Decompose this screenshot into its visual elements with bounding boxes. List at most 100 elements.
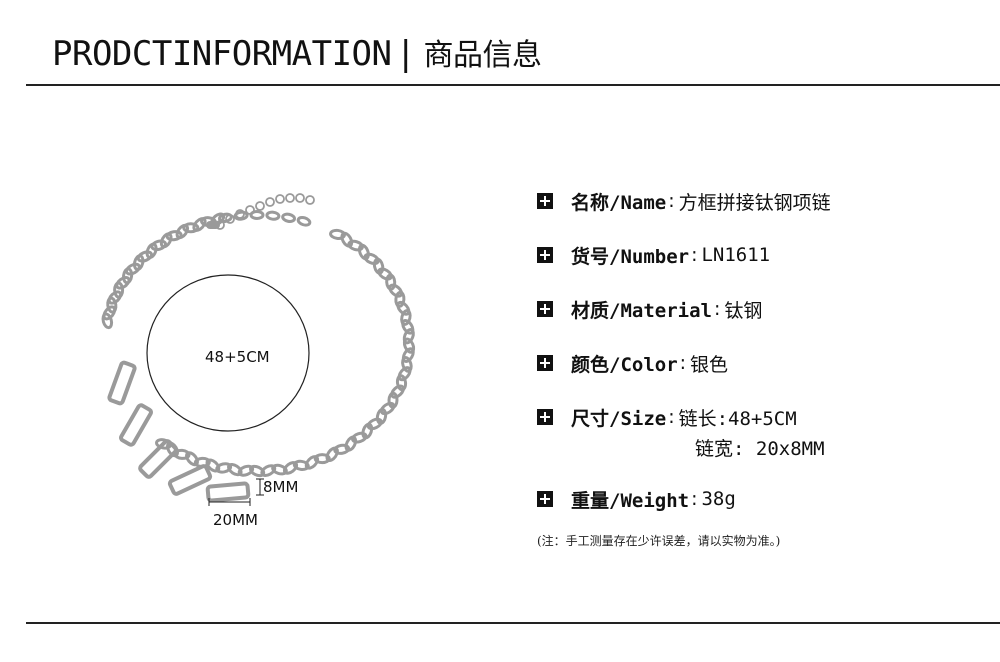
necklace-figure: 48+5CM 8MM 20MM — [80, 180, 440, 540]
top-divider — [26, 84, 1000, 86]
chain-link — [165, 230, 183, 242]
spec-row-number: 货号/Number:LN1611 — [537, 228, 977, 282]
spec-value: 钛钢 — [724, 299, 763, 322]
header-separator: | — [395, 34, 416, 74]
square-frame-links — [107, 360, 251, 503]
plus-box-icon — [537, 491, 553, 507]
chain-link — [333, 443, 351, 455]
lobster-clasp — [206, 221, 220, 229]
spec-label: 名称/Name — [571, 191, 667, 214]
curb-chain — [101, 210, 416, 478]
chain-link — [347, 239, 364, 252]
width-dimension-marker — [208, 498, 251, 506]
spec-label: 重量/Weight — [571, 489, 690, 512]
bottom-divider — [26, 622, 1000, 624]
chain-link — [366, 417, 383, 431]
extender-link — [305, 195, 315, 205]
spec-value: 链长:48+5CM — [678, 407, 797, 430]
chain-length-label: 48+5CM — [205, 348, 270, 366]
spec-row-size-width: 链宽: 20x8MM — [537, 430, 977, 464]
chain-link — [390, 384, 405, 399]
chain-link — [182, 222, 200, 234]
chain-link — [401, 347, 415, 363]
chain-link — [396, 300, 411, 316]
header-title: PRODCTINFORMATION|商品信息 — [52, 32, 542, 78]
extender-link — [285, 193, 295, 203]
chain-link — [340, 231, 354, 248]
extender-link — [295, 193, 305, 203]
square-frame-link — [205, 481, 251, 503]
chain-link — [344, 435, 358, 452]
link-width-label: 20MM — [213, 511, 258, 529]
spec-label: 颜色/Color — [571, 353, 678, 376]
chain-link — [115, 276, 131, 290]
spec-row-weight: 重量/Weight:38g — [537, 472, 977, 526]
chain-link — [265, 210, 281, 221]
spec-value: 银色 — [690, 353, 729, 376]
necklace-illustration — [101, 193, 416, 506]
measurement-note: (注：手工测量存在少许误差，请以实物为准。) — [537, 534, 781, 548]
colon: : — [713, 298, 721, 320]
size-reference-circle — [146, 274, 310, 432]
chain-link — [249, 210, 265, 220]
header-title-cn: 商品信息 — [423, 38, 542, 73]
colon: : — [668, 406, 675, 428]
colon: : — [679, 352, 687, 374]
plus-box-icon — [537, 409, 553, 425]
colon: : — [691, 488, 698, 510]
chain-link — [313, 453, 331, 465]
chain-link — [107, 290, 123, 305]
chain-link — [351, 431, 368, 444]
spec-label: 尺寸/Size — [571, 407, 667, 430]
header-title-en: PRODCTINFORMATION — [52, 34, 392, 74]
height-dimension-marker — [256, 478, 264, 496]
chain-link — [296, 215, 312, 227]
extender-link — [245, 205, 255, 215]
spec-label: 货号/Number — [571, 245, 690, 268]
spec-row-size: 尺寸/Size:链长:48+5CM — [537, 390, 977, 444]
chain-link — [271, 463, 288, 476]
spec-value-secondary: 链宽: 20x8MM — [695, 437, 825, 460]
spec-value: LN1611 — [701, 244, 771, 266]
spec-value: 38g — [701, 488, 736, 510]
chain-link — [292, 459, 310, 471]
square-frame-link — [107, 360, 137, 406]
chain-link — [377, 267, 393, 281]
extender-link — [255, 201, 265, 211]
chain-link — [136, 250, 154, 263]
page-header: PRODCTINFORMATION|商品信息 — [0, 0, 1000, 86]
extender-link — [275, 194, 285, 204]
chain-link — [402, 328, 415, 345]
chain-link — [363, 252, 380, 266]
spec-label: 材质/Material — [571, 299, 712, 322]
chain-link — [150, 239, 168, 252]
extender-chain — [206, 193, 315, 230]
extender-link — [235, 209, 245, 219]
spec-row-material: 材质/Material:钛钢 — [537, 282, 977, 336]
chain-link — [397, 366, 412, 382]
spec-row-name: 名称/Name:方框拼接钛钢项链 — [537, 174, 977, 228]
plus-box-icon — [537, 301, 553, 317]
square-frame-link — [138, 439, 178, 479]
link-height-label: 8MM — [263, 478, 299, 496]
chain-link — [125, 262, 141, 276]
plus-box-icon — [537, 355, 553, 371]
plus-box-icon — [537, 193, 553, 209]
extender-link — [265, 197, 275, 207]
chain-link — [379, 401, 396, 416]
plus-box-icon — [537, 247, 553, 263]
chain-link — [233, 210, 249, 221]
square-frame-link — [119, 403, 153, 447]
chain-link — [102, 305, 117, 321]
spec-list: 名称/Name:方框拼接钛钢项链 货号/Number:LN1611 材质/Mat… — [537, 174, 977, 549]
chain-link — [401, 319, 415, 335]
chain-link — [281, 212, 297, 223]
square-frame-link — [167, 464, 213, 496]
spec-row-color: 颜色/Color:银色 — [537, 336, 977, 390]
spec-value: 方框拼接钛钢项链 — [678, 191, 831, 214]
colon: : — [691, 244, 698, 266]
chain-link — [388, 283, 404, 298]
extender-link — [225, 214, 235, 224]
colon: : — [668, 190, 675, 212]
chain-link — [329, 228, 346, 240]
